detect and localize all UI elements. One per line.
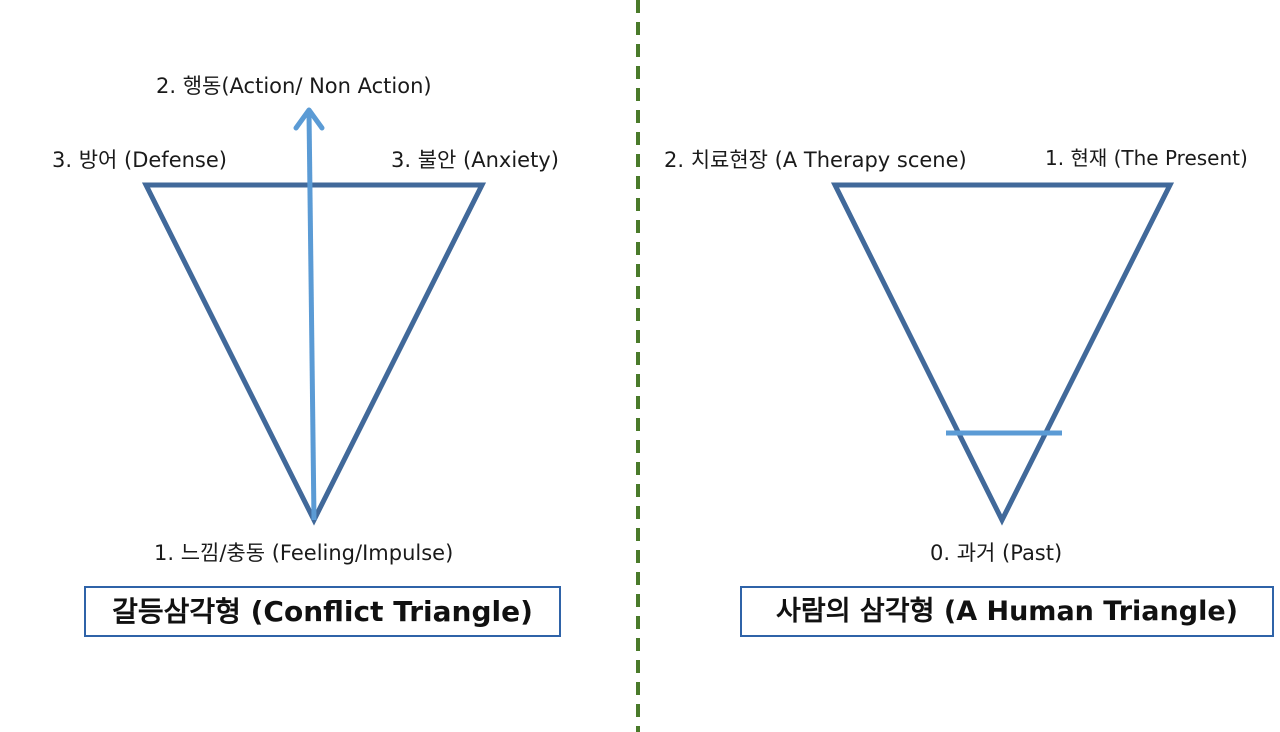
therapy-scene-label: 2. 치료현장 (A Therapy scene) [664, 148, 967, 172]
conflict-triangle [141, 182, 487, 526]
action-arrow-shaft [306, 111, 317, 521]
defense-label: 3. 방어 (Defense) [52, 148, 227, 172]
action-arrow-head [293, 107, 325, 131]
present-label: 1. 현재 (The Present) [1045, 146, 1248, 170]
action-label: 2. 행동(Action/ Non Action) [156, 74, 432, 98]
human-triangle-title: 사람의 삼각형 (A Human Triangle) [740, 586, 1274, 637]
human-triangle [830, 182, 1175, 526]
conflict-triangle-title: 갈등삼각형 (Conflict Triangle) [84, 586, 561, 637]
feeling-impulse-label: 1. 느낌/충동 (Feeling/Impulse) [154, 541, 454, 565]
anxiety-label: 3. 불안 (Anxiety) [391, 148, 559, 172]
past-label: 0. 과거 (Past) [930, 541, 1063, 565]
